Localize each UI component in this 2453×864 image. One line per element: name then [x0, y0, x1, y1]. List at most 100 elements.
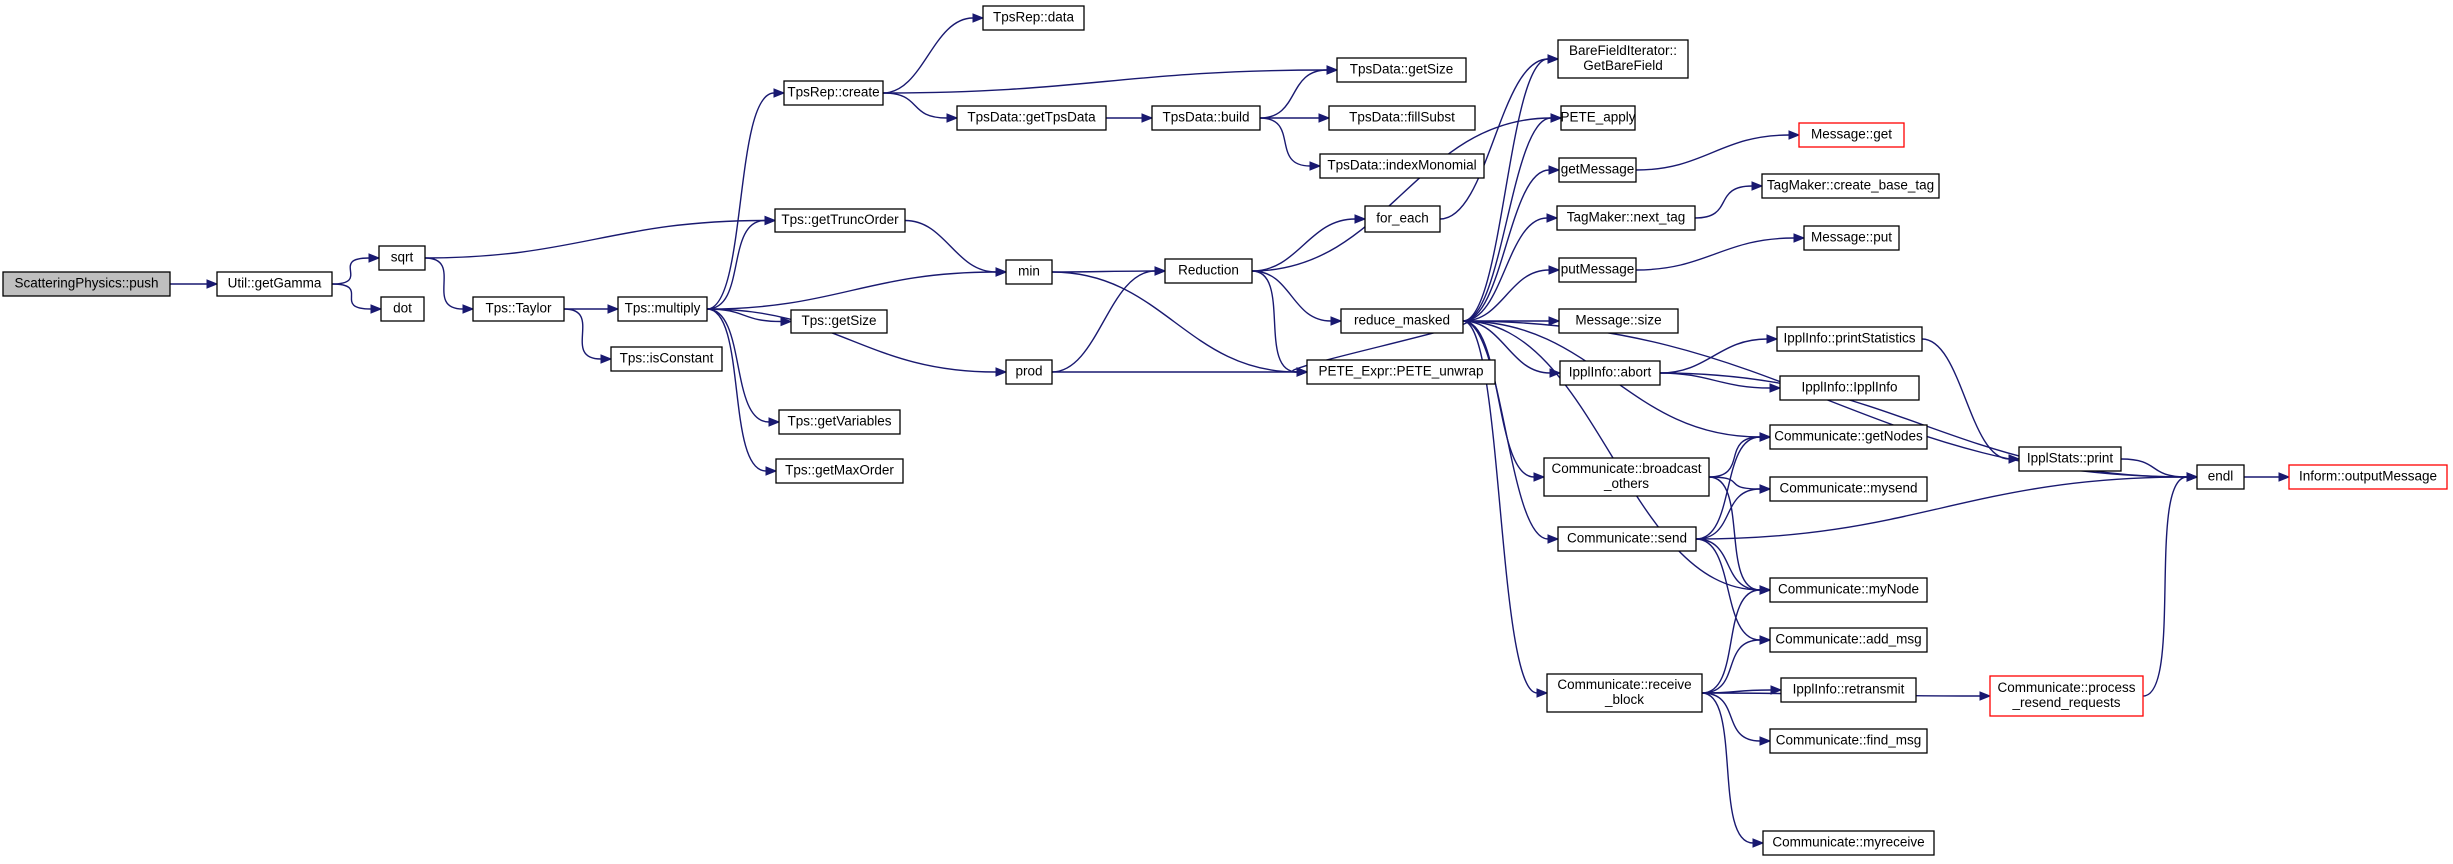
arrowhead [2186, 472, 2199, 482]
node-box [1558, 308, 1679, 334]
node-pete-expr-pete-unwrap[interactable]: PETE_Expr::PETE_unwrap [1306, 359, 1496, 385]
node-getmessage[interactable]: getMessage [1558, 157, 1637, 183]
arrowhead [1326, 65, 1339, 75]
arrowhead [462, 304, 475, 314]
node-reduction[interactable]: Reduction [1164, 258, 1253, 284]
node-tps-getmaxorder[interactable]: Tps::getMaxOrder [775, 458, 904, 484]
node-endl[interactable]: endl [2196, 464, 2245, 490]
edge-n16-to-n17 [1106, 113, 1154, 123]
node-message-get[interactable]: Message::get [1798, 122, 1905, 148]
node-communicate-broadcast-others[interactable]: Communicate::broadcast_others [1543, 457, 1710, 497]
edge-line [706, 219, 766, 310]
node-box [1336, 57, 1467, 83]
edge-line [706, 271, 997, 310]
node-label: ScatteringPhysics::push [14, 276, 158, 291]
edge-n23-to-n27 [1462, 213, 1559, 322]
node-prod[interactable]: prod [1005, 359, 1053, 385]
node-communicate-find-msg[interactable]: Communicate::find_msg [1769, 728, 1928, 754]
node-tpsdata-getsize[interactable]: TpsData::getSize [1336, 57, 1467, 83]
node-ipplinfo-abort[interactable]: IpplInfo::abort [1559, 360, 1661, 386]
edge-line [1251, 117, 1552, 272]
edge-n34-to-n45 [1701, 692, 1765, 848]
node-tagmaker-create-base-tag[interactable]: TagMaker::create_base_tag [1761, 173, 1940, 199]
node-communicate-mysend[interactable]: Communicate::mysend [1769, 476, 1928, 502]
edge-line [706, 308, 767, 472]
node-tpsrep-data[interactable]: TpsRep::data [982, 5, 1085, 31]
node-box [775, 458, 904, 484]
edge-n6-to-n9 [706, 88, 786, 310]
node-message-put[interactable]: Message::put [1803, 225, 1900, 251]
node-tagmaker-next-tag[interactable]: TagMaker::next_tag [1556, 205, 1696, 231]
arrowhead [972, 13, 985, 23]
node-ipplinfo-ipplinfo[interactable]: IpplInfo::IpplInfo [1779, 375, 1920, 401]
node-scatteringphysics-push[interactable]: ScatteringPhysics::push [2, 271, 171, 297]
node-tps-getsize[interactable]: Tps::getSize [790, 309, 888, 334]
node-dot[interactable]: dot [380, 296, 425, 322]
node-ipplinfo-printstatistics[interactable]: IpplInfo::printStatistics [1776, 326, 1923, 352]
arrowhead [1759, 484, 1772, 494]
edge-n32-to-n41 [1708, 476, 1772, 595]
node-label: TagMaker::next_tag [1567, 210, 1686, 225]
node-tpsrep-create[interactable]: TpsRep::create [783, 80, 884, 106]
node-label: Tps::getMaxOrder [785, 463, 894, 478]
arrowhead [1533, 472, 1546, 482]
node-box [982, 5, 1085, 31]
node-communicate-process-resend-requests[interactable]: Communicate::process_resend_requests [1989, 675, 2144, 717]
node-min[interactable]: min [1005, 259, 1053, 285]
arrowhead [1759, 736, 1772, 746]
node-box [1560, 105, 1636, 131]
node-tps-isconstant[interactable]: Tps::isConstant [610, 346, 723, 372]
node-tpsdata-indexmonomial[interactable]: TpsData::indexMonomial [1319, 153, 1485, 179]
arrowhead [1548, 316, 1561, 326]
node-communicate-receive-block[interactable]: Communicate::receive_block [1546, 673, 1703, 713]
node-tpsdata-gettpsdata[interactable]: TpsData::getTpsData [956, 105, 1107, 131]
node-message-size[interactable]: Message::size [1558, 308, 1679, 334]
edge-line [1708, 476, 1761, 490]
node-tpsdata-build[interactable]: TpsData::build [1151, 105, 1261, 131]
node-inform-outputmessage[interactable]: Inform::outputMessage [2288, 464, 2448, 490]
arrowhead [1788, 130, 1801, 140]
node-box [1761, 173, 1940, 199]
arrowhead [2008, 454, 2021, 464]
node-label: prod [1015, 364, 1042, 379]
edge-line [1695, 538, 1761, 641]
node-communicate-add-msg[interactable]: Communicate::add_msg [1769, 627, 1928, 653]
edge-n46-to-n48 [2142, 472, 2199, 697]
node-label: TagMaker::create_base_tag [1767, 178, 1934, 193]
node-for-each[interactable]: for_each [1364, 205, 1441, 233]
node-tps-getvariables[interactable]: Tps::getVariables [778, 409, 901, 435]
node-sqrt[interactable]: sqrt [378, 245, 426, 271]
node-putmessage[interactable]: putMessage [1558, 257, 1637, 283]
node-util-getgamma[interactable]: Util::getGamma [216, 271, 333, 297]
arrowhead [1330, 316, 1343, 326]
node-pete-apply[interactable]: PETE_apply [1560, 105, 1636, 131]
node-communicate-mynode[interactable]: Communicate::myNode [1769, 577, 1928, 603]
node-barefielditerator-getbarefield[interactable]: BareFieldIterator::GetBareField [1557, 39, 1689, 79]
node-tps-taylor[interactable]: Tps::Taylor [472, 296, 565, 322]
edge-n26-to-n35 [1635, 130, 1801, 171]
node-communicate-myreceive[interactable]: Communicate::myreceive [1762, 830, 1935, 856]
edge-line [424, 219, 766, 259]
node-reduce-masked[interactable]: reduce_masked [1340, 308, 1464, 334]
arrowhead [768, 417, 781, 427]
node-communicate-getnodes[interactable]: Communicate::getNodes [1769, 424, 1928, 450]
arrowhead [780, 316, 793, 327]
node-box [1005, 359, 1053, 385]
arrowhead [773, 88, 786, 98]
node-ipplstats-print[interactable]: IpplStats::print [2018, 446, 2122, 472]
arrowhead [995, 367, 1008, 377]
node-tps-multiply[interactable]: Tps::multiply [617, 296, 708, 322]
edge-line [1708, 476, 1761, 591]
node-tpsdata-fillsubst[interactable]: TpsData::fillSubst [1328, 105, 1476, 131]
node-ipplinfo-retransmit[interactable]: IpplInfo::retransmit [1780, 677, 1917, 703]
edge-line [1462, 320, 1551, 374]
edge-line [563, 308, 602, 360]
node-tps-gettruncorder[interactable]: Tps::getTruncOrder [774, 208, 906, 233]
edge-n6-to-n11 [706, 308, 781, 427]
node-label: reduce_masked [1354, 313, 1450, 328]
node-communicate-send[interactable]: Communicate::send [1557, 526, 1697, 552]
edge-line [1259, 117, 1311, 167]
node-label: Message::get [1811, 127, 1892, 142]
node-box [1776, 326, 1923, 352]
